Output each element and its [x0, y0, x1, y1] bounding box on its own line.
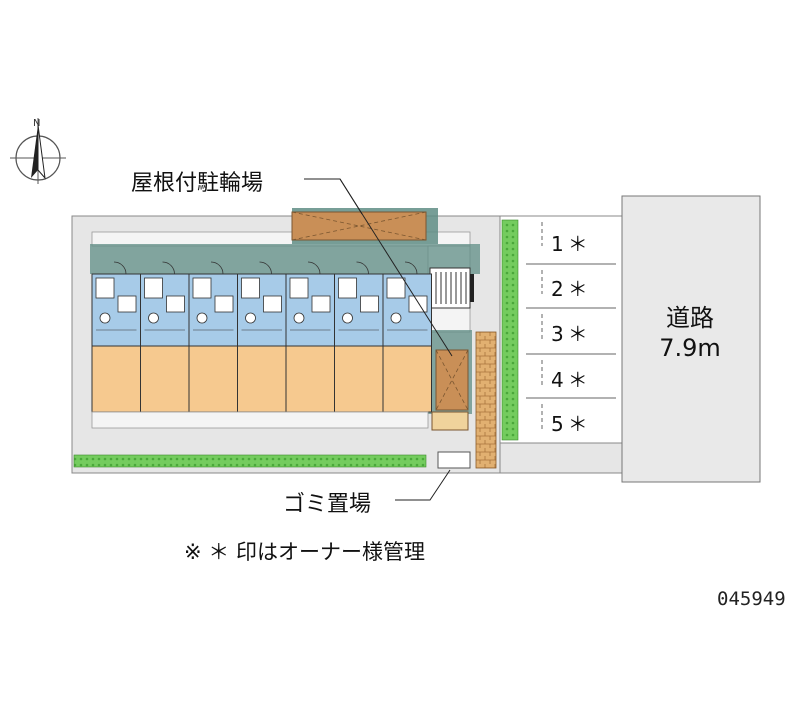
parking-space-5: 5＊ [551, 412, 592, 436]
leader-lines [304, 178, 453, 501]
unit [140, 261, 190, 413]
ownership-note: ※ ＊ 印はオーナー様管理 [184, 540, 425, 564]
parking-space-1: 1＊ [551, 232, 592, 256]
bike-parking-label: 屋根付駐輪場 [131, 171, 264, 196]
garbage-label: ゴミ置場 [283, 492, 372, 517]
bike-parking-roof [291, 208, 438, 244]
bike-parking-box [431, 349, 469, 431]
road-name: 道路 [666, 304, 714, 332]
road-width: 7.9m [659, 334, 721, 362]
parking-strip [499, 442, 623, 474]
svg-text:N: N [33, 118, 40, 129]
brick-wall [475, 331, 497, 469]
apartment-units [91, 261, 432, 413]
property-code: 045949 [717, 588, 786, 610]
garbage-area [437, 451, 471, 469]
unit [188, 261, 238, 413]
unit [334, 261, 384, 413]
staircase [429, 267, 471, 309]
unit [237, 261, 287, 413]
unit [285, 261, 335, 413]
road [621, 195, 761, 483]
north-arrow-icon: N [10, 118, 66, 184]
parking-space-2: 2＊ [551, 277, 592, 301]
hedge-bottom [73, 454, 427, 468]
parking-space-4: 4＊ [551, 368, 592, 392]
parking-space-3: 3＊ [551, 322, 592, 346]
unit [91, 261, 141, 413]
hedge-right [501, 219, 519, 441]
parking-slot-lines [526, 222, 616, 430]
